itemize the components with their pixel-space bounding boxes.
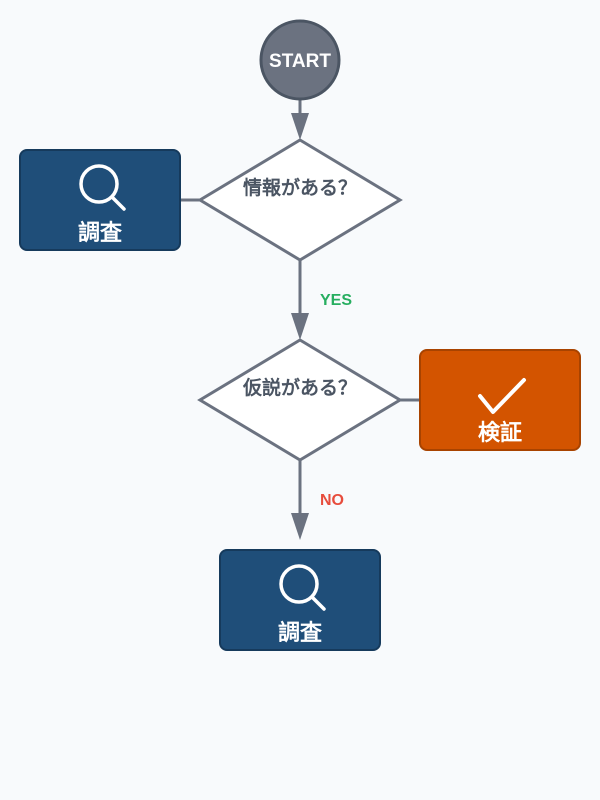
process-investigate-2[interactable]: 調査 xyxy=(219,549,381,651)
process-label: 検証 xyxy=(478,420,522,445)
check-icon xyxy=(478,378,526,414)
edge-label-no: NO xyxy=(320,492,344,509)
edge-start-to-decision1 xyxy=(291,100,309,140)
edge-decision1-to-decision2 xyxy=(291,260,309,340)
process-label: 調査 xyxy=(278,620,323,645)
arrowhead xyxy=(291,513,309,540)
process-investigate-1[interactable]: 調査 xyxy=(19,149,181,251)
search-icon xyxy=(79,164,126,211)
edge-label-yes: YES xyxy=(320,292,352,309)
start-label: START xyxy=(269,51,331,72)
arrowhead xyxy=(291,113,309,140)
process-label: 調査 xyxy=(78,220,123,245)
arrowhead xyxy=(291,313,309,340)
decision-has-hypothesis[interactable]: 仮説がある？ xyxy=(197,338,403,462)
decision-label: 仮説がある？ xyxy=(242,376,357,399)
process-verify[interactable]: 検証 xyxy=(419,349,581,451)
start-node[interactable]: START xyxy=(259,19,341,101)
decision-has-info[interactable]: 情報がある？ xyxy=(197,138,403,262)
search-icon xyxy=(279,564,326,611)
edge-decision2-to-investigate xyxy=(291,460,309,540)
decision-label: 情報がある？ xyxy=(243,176,357,199)
